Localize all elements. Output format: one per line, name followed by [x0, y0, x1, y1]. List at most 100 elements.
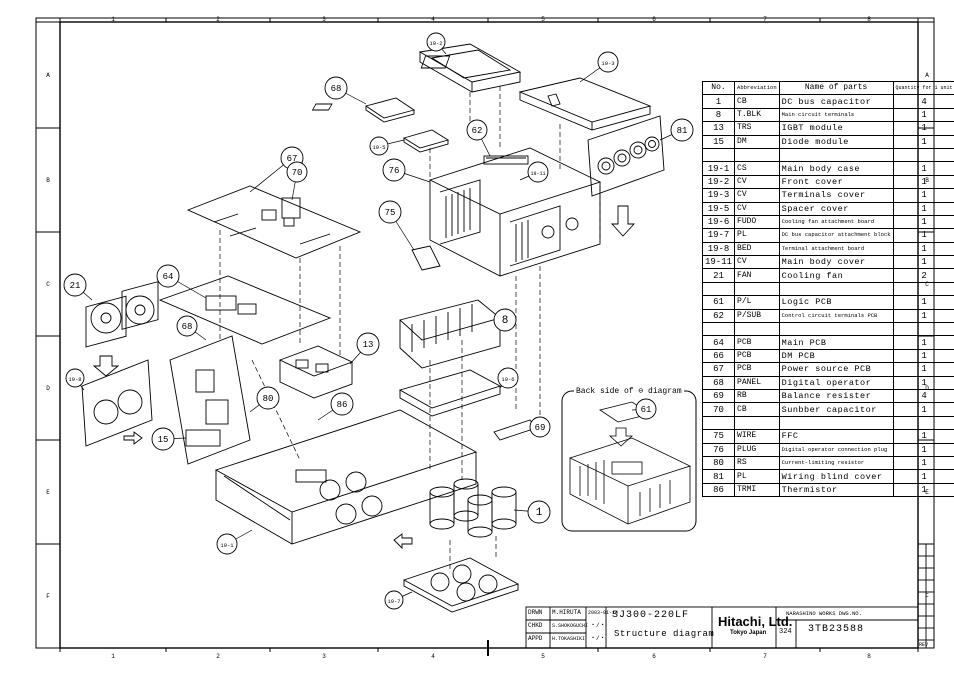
callout-circle	[151, 427, 175, 451]
cell-abbreviation: PL	[734, 228, 780, 243]
callout-text: 81	[677, 126, 688, 136]
cell-no: 68	[701, 375, 736, 390]
drwn-name: M.HIRUTA	[552, 609, 581, 616]
cell-name: DC bus capacitor	[778, 94, 894, 109]
cell-quantity: 1	[892, 201, 954, 216]
callout-text: 62	[472, 126, 483, 136]
callout-circle	[597, 51, 619, 73]
cell-name: Terminal attachment board	[778, 241, 894, 257]
callout-circle	[426, 32, 446, 52]
cell-abbreviation	[734, 147, 780, 163]
cell-no: 1	[701, 94, 736, 109]
company-logo: Hitachi, Ltd.	[718, 614, 793, 629]
callout-circle	[378, 200, 402, 224]
cell-no: 19-1	[701, 161, 736, 176]
column-label-top: 7	[763, 16, 767, 23]
callout-text: 19-1	[220, 542, 234, 549]
cell-name	[778, 147, 894, 163]
callout-text: 68	[182, 322, 193, 332]
cell-no: 69	[701, 388, 736, 404]
column-label-bottom: 2	[216, 653, 220, 660]
callout-circle	[63, 273, 87, 297]
callout-text: 64	[163, 272, 174, 282]
column-label-top: 4	[431, 16, 435, 23]
callout-c-81: 81	[659, 118, 694, 142]
column-label-top: 5	[541, 16, 545, 23]
cell-no: 19-2	[701, 174, 736, 190]
cell-quantity	[892, 281, 954, 297]
drwn-date: 2003-01-14	[588, 610, 619, 616]
cell-quantity: 1	[892, 308, 954, 324]
callout-circle	[324, 76, 348, 100]
cell-name: Main body cover	[778, 255, 894, 270]
cell-quantity: 1	[892, 228, 954, 243]
cell-quantity: 2	[892, 268, 954, 283]
callout-c-19-5: 19-5	[369, 136, 405, 156]
cell-no: 15	[701, 134, 736, 149]
callout-text: 67	[287, 154, 298, 164]
callout-c-68: 68	[324, 76, 367, 105]
cell-abbreviation: PCB	[734, 335, 780, 350]
callout-text: 80	[263, 394, 274, 404]
callout-c-64: 64	[156, 264, 207, 299]
callout-circle	[529, 416, 551, 438]
exploded-assembly	[81, 43, 665, 613]
cell-name: Main circuit terminals	[778, 107, 894, 123]
cell-name: Balance resister	[778, 388, 894, 404]
callout-circle	[635, 398, 657, 420]
cell-abbreviation: TRMI	[734, 482, 780, 498]
cell-no: 80	[701, 455, 736, 471]
cell-name: Wiring blind cover	[778, 469, 894, 484]
appd-label: APPD	[528, 635, 543, 642]
cell-no: 70	[701, 402, 736, 417]
column-label-top: 2	[216, 16, 220, 23]
cell-name: Front cover	[778, 174, 894, 190]
callout-c-76: 76	[382, 158, 431, 183]
cell-quantity: 1	[892, 348, 954, 364]
callout-c-62: 62	[466, 119, 491, 157]
cell-no: 62	[701, 308, 736, 324]
cell-abbreviation: PCB	[734, 362, 780, 377]
cell-name: Main body case	[778, 161, 894, 176]
drwn-label: DRWN	[528, 609, 543, 616]
cell-quantity: 1	[892, 455, 954, 471]
callout-circle	[527, 161, 549, 183]
appd-name: H.TOKASHIKI	[552, 636, 586, 642]
cell-name: Thermistor	[778, 482, 894, 498]
callout-circle	[527, 500, 551, 524]
cell-quantity: 1	[892, 429, 954, 444]
callout-text: 19-2	[429, 40, 442, 47]
row-label-right: A	[925, 72, 929, 79]
cell-abbreviation: CS	[734, 161, 780, 176]
callout-circle	[670, 118, 694, 142]
cell-abbreviation: TRS	[734, 121, 780, 136]
cell-name: Diode module	[778, 134, 894, 149]
header-name-of-parts: Name of parts	[778, 80, 894, 96]
cell-quantity: 4	[892, 388, 954, 404]
cell-quantity: 1	[892, 255, 954, 270]
callout-text: 19-5	[372, 144, 385, 151]
cell-abbreviation: FAN	[734, 268, 780, 283]
callout-c-8: 8	[493, 308, 517, 332]
cell-quantity: 1	[892, 295, 954, 310]
cell-name: Digital operator connection plug	[778, 442, 894, 457]
callout-text: 21	[70, 281, 81, 291]
callout-c-75: 75	[378, 200, 415, 251]
cell-no: 66	[701, 348, 736, 364]
cell-quantity: 1	[892, 107, 954, 123]
cell-abbreviation: CV	[734, 201, 780, 216]
callout-circle	[384, 590, 404, 610]
cell-name: DM PCB	[778, 348, 894, 364]
callout-c-19-6: 19-6	[497, 367, 519, 389]
